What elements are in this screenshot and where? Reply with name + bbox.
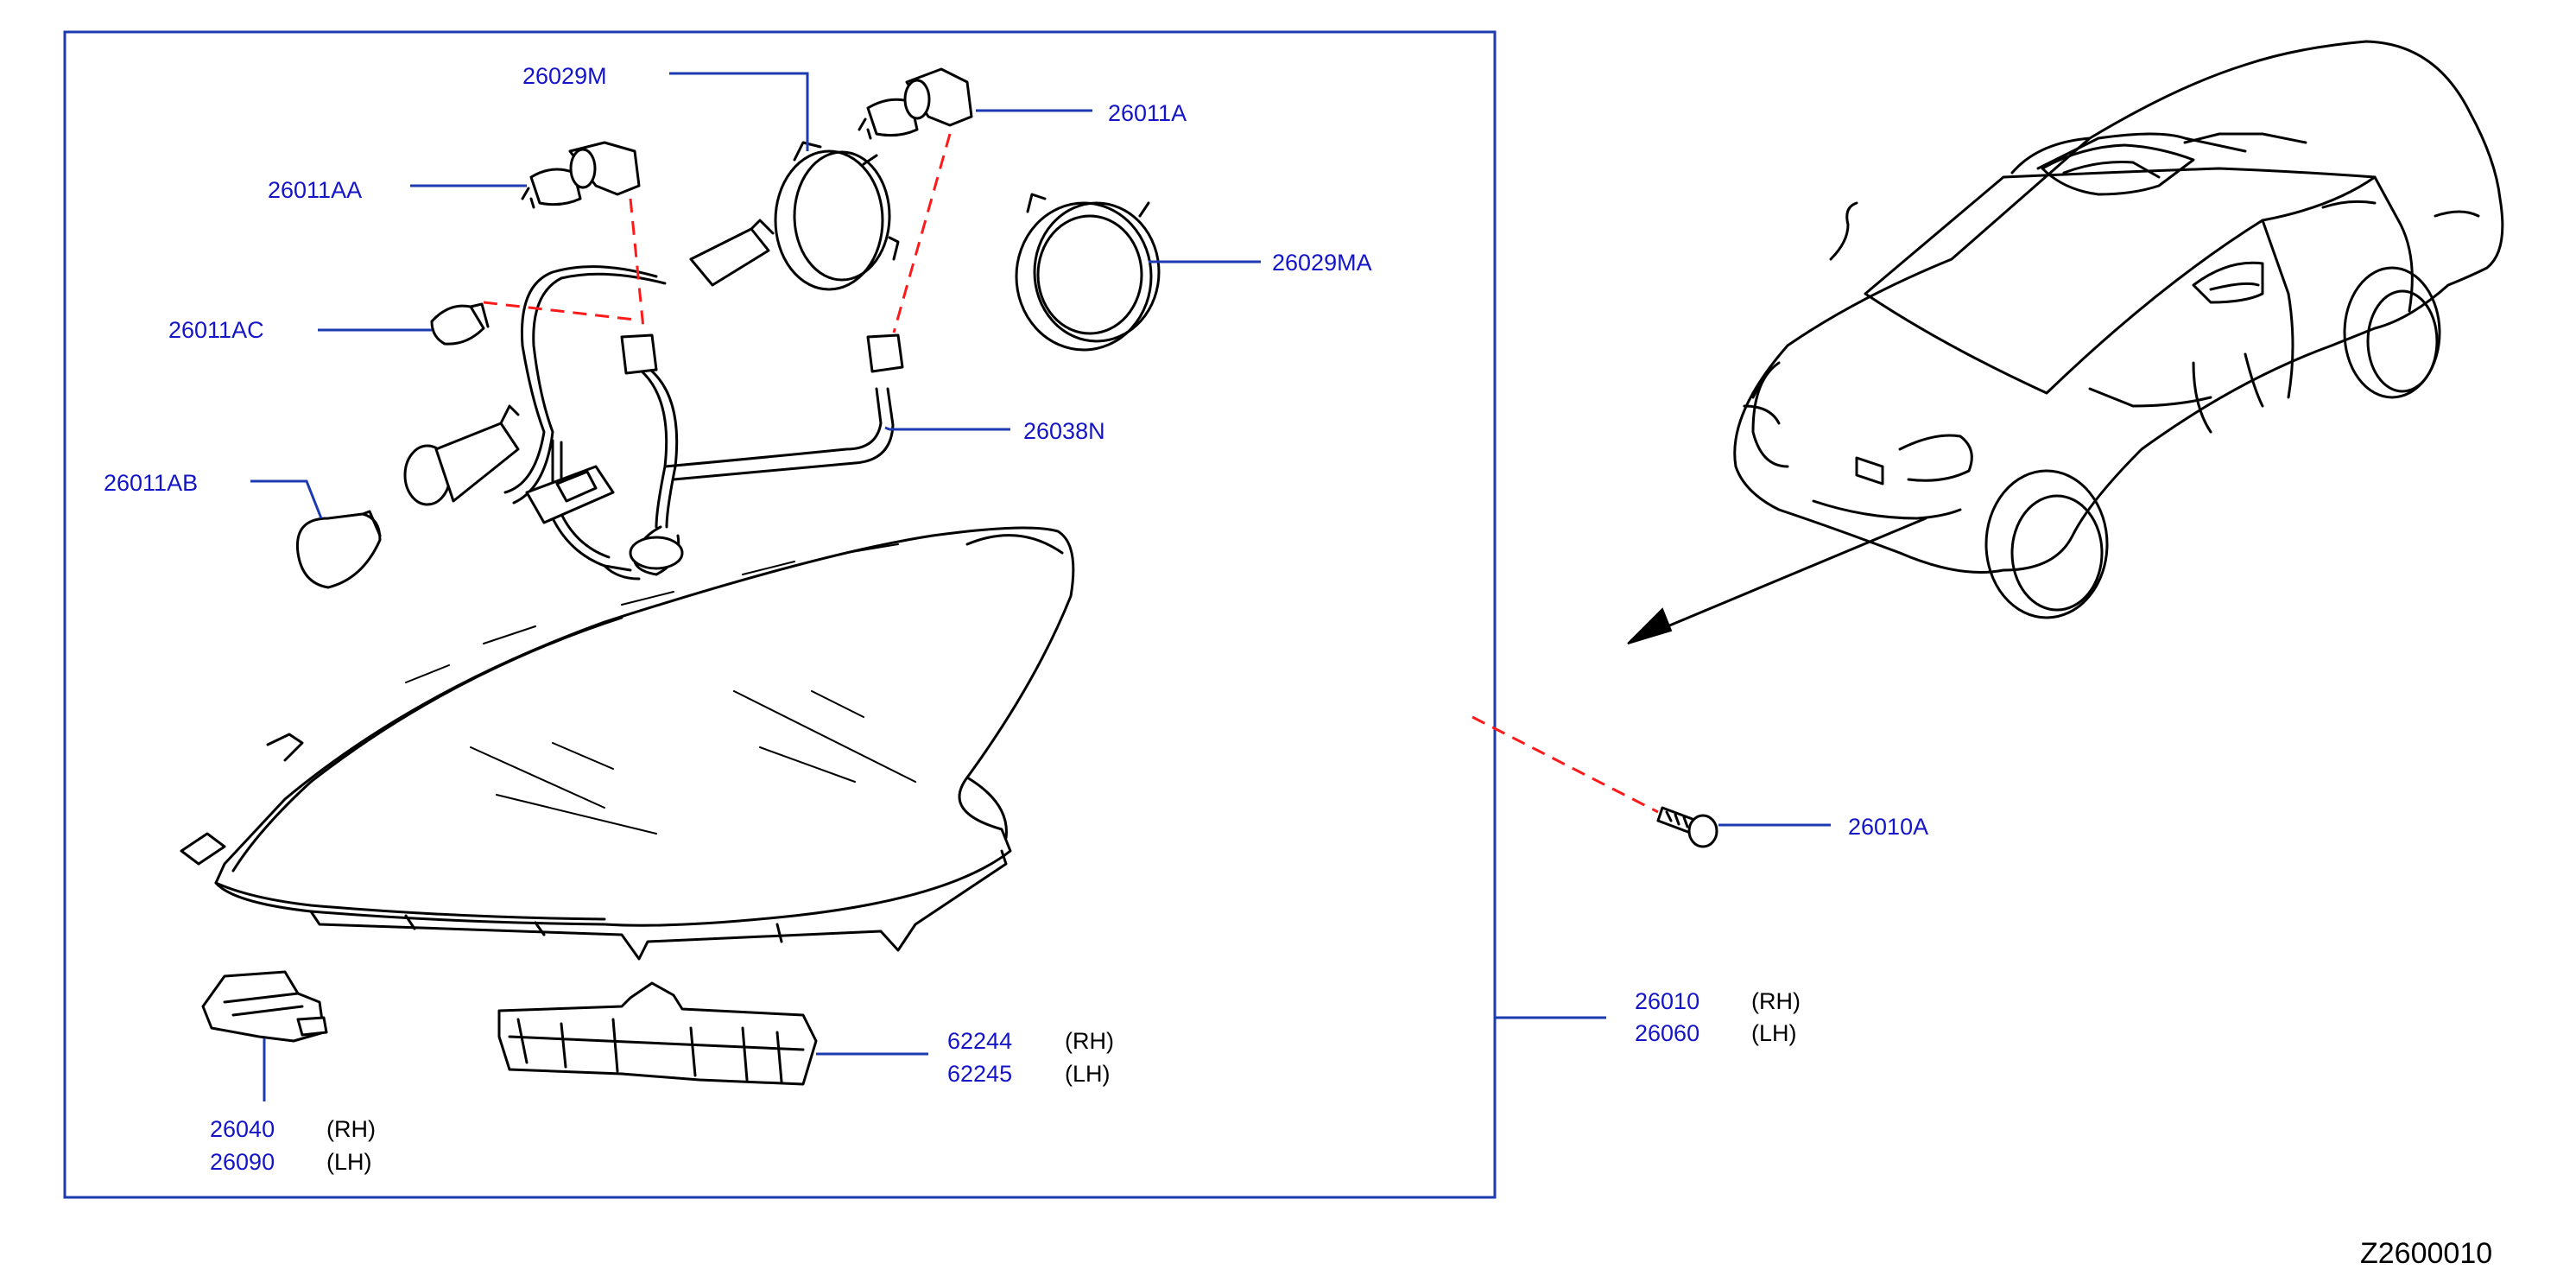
callout-62244[interactable]: 62244 <box>947 1028 1012 1054</box>
leader-26038N <box>884 426 1010 431</box>
socket-drawing <box>403 404 520 506</box>
headlamp-housing-drawing <box>180 526 1075 961</box>
side-26010: (RH) <box>1751 988 1801 1014</box>
callout-26011AA[interactable]: 26011AA <box>268 177 362 203</box>
cap-26029MA-drawing <box>1015 193 1161 352</box>
callout-26011A[interactable]: 26011A <box>1108 100 1187 126</box>
callout-62245[interactable]: 62245 <box>947 1061 1012 1087</box>
dash-26011A-to-socket <box>892 133 952 333</box>
dash-26011AC-to-socket <box>483 301 636 321</box>
side-62244: (RH) <box>1065 1028 1114 1054</box>
bulb-26011AC-drawing <box>430 302 490 346</box>
callout-26090[interactable]: 26090 <box>210 1149 275 1175</box>
dash-bolt-to-frame <box>1472 715 1659 814</box>
leader-26029M <box>669 72 809 151</box>
adjuster-26040-drawing <box>201 970 328 1043</box>
cap-26029M-drawing <box>774 141 900 291</box>
side-62245: (LH) <box>1065 1061 1111 1087</box>
leader-lines <box>250 72 1831 1101</box>
callout-26010A[interactable]: 26010A <box>1848 814 1928 840</box>
dashed-connectors <box>483 133 1659 814</box>
callout-26038N[interactable]: 26038N <box>1023 418 1105 444</box>
assembly-frame <box>63 30 1497 1199</box>
vehicle-drawing <box>1733 40 2504 619</box>
side-26040: (RH) <box>326 1116 376 1142</box>
location-arrow <box>1627 517 1927 644</box>
figure-id: Z2600010 <box>2360 1237 2492 1270</box>
callout-26011AB[interactable]: 26011AB <box>104 470 198 496</box>
callout-26029MA[interactable]: 26029MA <box>1272 250 1372 276</box>
callout-26029M[interactable]: 26029M <box>522 63 607 89</box>
callout-26040[interactable]: 26040 <box>210 1116 275 1142</box>
bolt-26010A-drawing <box>1656 806 1718 848</box>
callout-26060[interactable]: 26060 <box>1635 1020 1699 1046</box>
bulb-26011A-drawing <box>858 67 973 140</box>
side-26060: (LH) <box>1751 1020 1797 1046</box>
side-26090: (LH) <box>326 1149 372 1175</box>
callout-26011AC[interactable]: 26011AC <box>168 317 264 343</box>
bulb-26011AA-drawing <box>521 141 641 209</box>
dash-26011AA-to-socket <box>629 198 645 329</box>
bracket-62244-drawing <box>497 981 818 1086</box>
callout-26010[interactable]: 26010 <box>1635 988 1699 1014</box>
harness-26038N-drawing <box>503 219 904 581</box>
bulb-26011AB-drawing <box>295 510 382 589</box>
leader-26011AB <box>250 479 323 519</box>
